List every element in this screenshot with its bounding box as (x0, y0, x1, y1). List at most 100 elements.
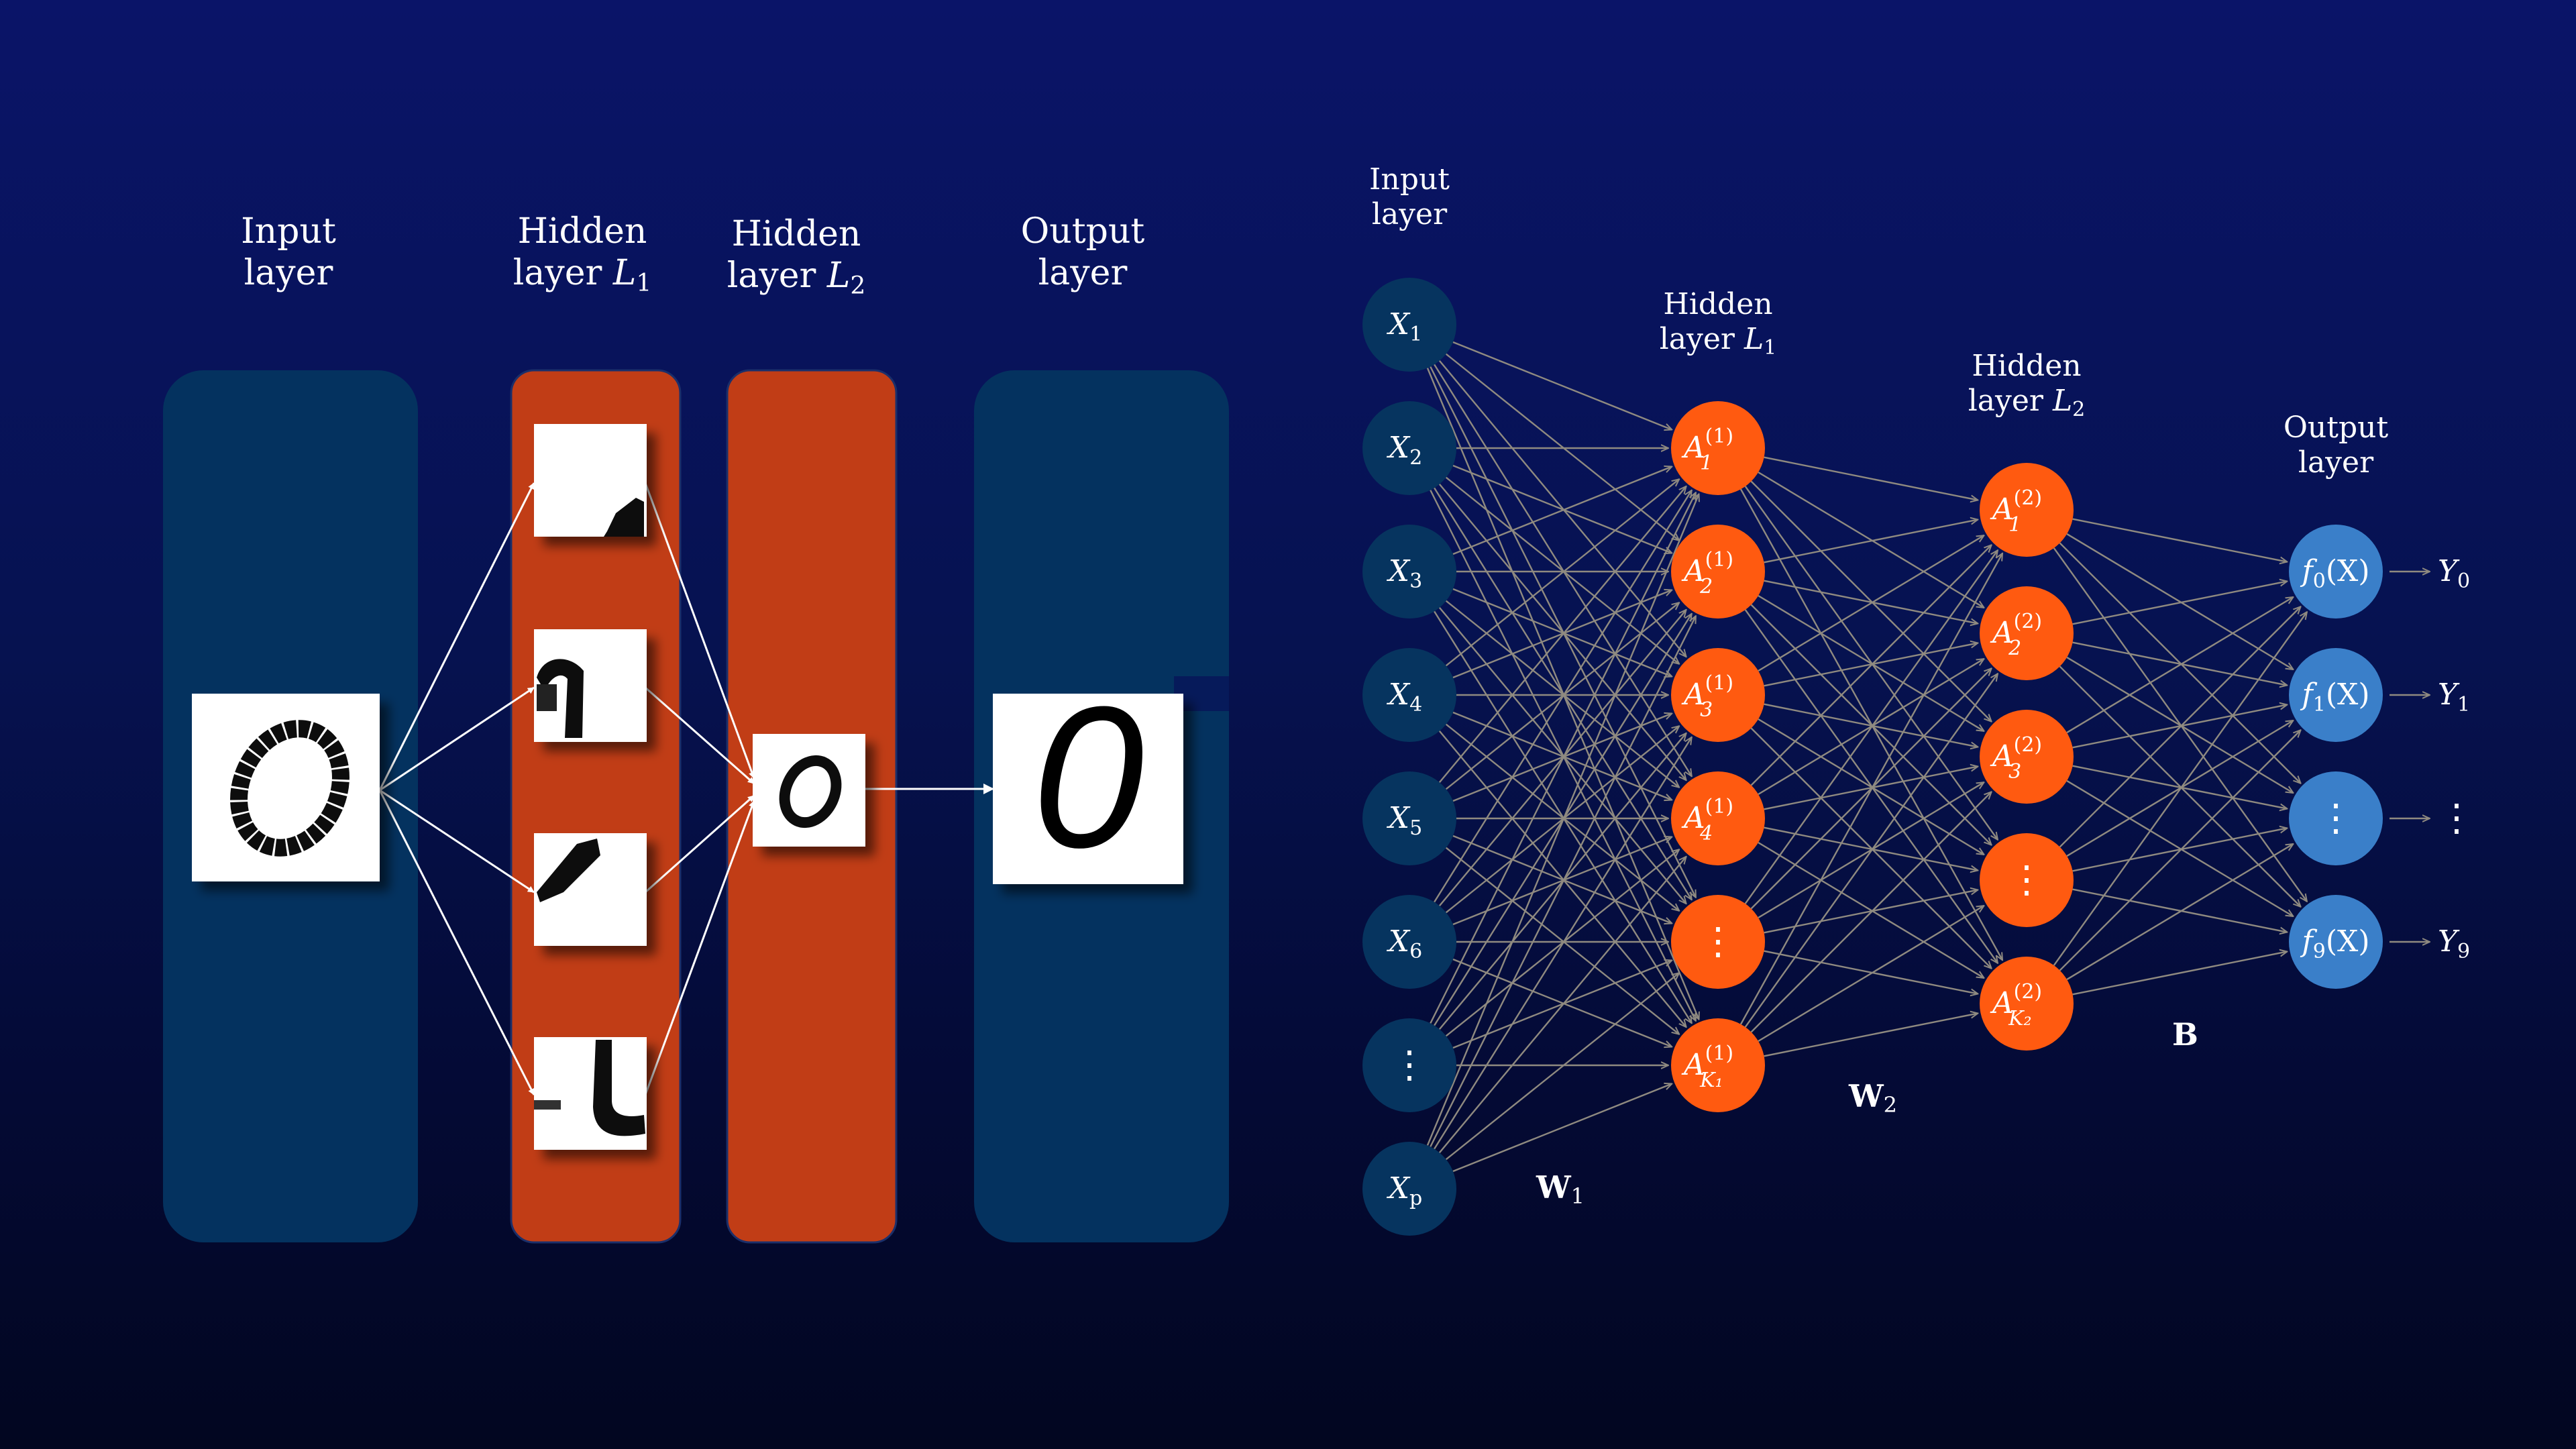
edge (1739, 553, 2002, 1025)
hidden1-node: A(1)2 (1671, 525, 1765, 619)
edge (1452, 958, 1672, 1047)
label-line: layer (244, 253, 333, 293)
edge (1744, 674, 1998, 1028)
edge (1452, 835, 1672, 924)
label-line: Hidden (518, 211, 647, 252)
input-node-label: X2 (1387, 431, 1422, 470)
edge (1758, 471, 1984, 608)
output-node: f9(X)Y9 (2289, 895, 2470, 989)
label-line: Input (1369, 162, 1450, 197)
edge (1438, 857, 1686, 1153)
edge (1445, 476, 1680, 664)
edge (1758, 594, 1984, 731)
network-edges (1426, 341, 2307, 1173)
edge (1452, 711, 1672, 800)
input-node-label: Xp (1387, 1171, 1423, 1210)
right-hidden2-label: Hidden layer L2 (1968, 349, 2086, 421)
output-node-circle (2289, 525, 2383, 619)
edge (2053, 612, 2307, 966)
left-connections (378, 482, 994, 1095)
input-node-label: X6 (1387, 924, 1422, 963)
hidden1-node-circle (1671, 771, 1765, 865)
hidden1-node: A(1)4 (1671, 771, 1765, 865)
label-line: Hidden (1663, 287, 1772, 321)
edge (1764, 826, 1978, 871)
hidden1-node: A(1)3 (1671, 648, 1765, 742)
input-node-label: X5 (1387, 801, 1422, 840)
edge (1452, 588, 1672, 677)
edge (1445, 847, 1680, 1034)
edge (2072, 641, 2288, 686)
weight-label-w2: W2 (1848, 1078, 1897, 1118)
input-node-circle (1362, 895, 1456, 989)
edge (2059, 606, 2301, 848)
hidden1-node-circle (1671, 401, 1765, 495)
edge (1764, 703, 1978, 747)
hidden2-node-circle (1980, 833, 2074, 927)
hidden2-node-circle (1980, 710, 2074, 804)
hidden1-node-label: A(1)1 (1681, 425, 1733, 475)
hidden2-node-circle (1980, 586, 2074, 680)
weight-label-b: B (2172, 1016, 2198, 1053)
edge (1758, 841, 1984, 978)
input-node-circle (1362, 648, 1456, 742)
input-node: X2 (1362, 401, 1456, 495)
output-node-label: f0(X) (2300, 554, 2369, 593)
edge (2066, 533, 2293, 669)
output-node: f1(X)Y1 (2289, 648, 2470, 742)
edge (2066, 780, 2293, 916)
edge (2066, 844, 2293, 981)
hidden2-node-label: ⋮ (2008, 858, 2045, 902)
input-node-circle (1362, 401, 1456, 495)
output-node-label: f1(X) (2300, 678, 2369, 716)
edge (1434, 490, 1692, 903)
hidden2-node-label: A(2)2 (1990, 610, 2042, 660)
edge (2072, 888, 2288, 932)
edge (1764, 580, 1978, 624)
edge (1426, 494, 1699, 1146)
edge (2059, 730, 2301, 971)
label-line: layer L1 (1660, 322, 1777, 360)
left-output-layer-label: Output layer (1021, 211, 1145, 293)
output-y-label: Y0 (2438, 554, 2470, 593)
hidden1-node-label: ⋮ (1699, 920, 1737, 963)
label-line: layer (1038, 253, 1128, 293)
left-input-layer-label: Input layer (241, 211, 336, 293)
input-node: X5 (1362, 771, 1456, 865)
label-line: Hidden (1972, 349, 2081, 383)
left-diagram: Input layer Hidden layer L1 Hidden layer… (163, 211, 1229, 1244)
edge (2072, 518, 2288, 562)
edge (1764, 520, 1978, 564)
right-diagram: Input layer Hidden layer L1 Hidden layer… (1362, 162, 2475, 1236)
right-hidden1-label: Hidden layer L1 (1660, 287, 1777, 360)
input-node-label: X1 (1387, 307, 1422, 346)
input-node-circle (1362, 525, 1456, 619)
weight-label-w1: W1 (1536, 1169, 1585, 1209)
output-node-circle (2289, 771, 2383, 865)
input-node: X3 (1362, 525, 1456, 619)
hidden1-node: A(1)K₁ (1671, 1018, 1765, 1112)
label-line: layer (1372, 197, 1448, 231)
hidden2-node: A(2)1 (1980, 463, 2074, 557)
hidden1-node-label: A(1)K₁ (1681, 1042, 1733, 1092)
input-node-circle (1362, 771, 1456, 865)
label-line: layer (2298, 445, 2374, 480)
input-node-label: X4 (1387, 678, 1422, 716)
hidden1-node-circle (1671, 895, 1765, 989)
edge (1744, 550, 1998, 904)
edge (2072, 581, 2288, 625)
output-node: ⋮⋮ (2289, 771, 2475, 865)
feature-image-1 (534, 424, 647, 537)
edge (1750, 545, 1991, 786)
label-line: layer L1 (513, 253, 652, 297)
hidden1-node-circle (1671, 648, 1765, 742)
edge (1452, 466, 1672, 555)
edge (1452, 341, 1672, 430)
input-node-circle (1362, 1142, 1456, 1236)
edge (1445, 353, 1680, 541)
hidden2-node: ⋮ (1980, 833, 2074, 927)
feature-image-2 (534, 629, 647, 742)
edge (2066, 656, 2293, 793)
edge (1434, 737, 1692, 1150)
